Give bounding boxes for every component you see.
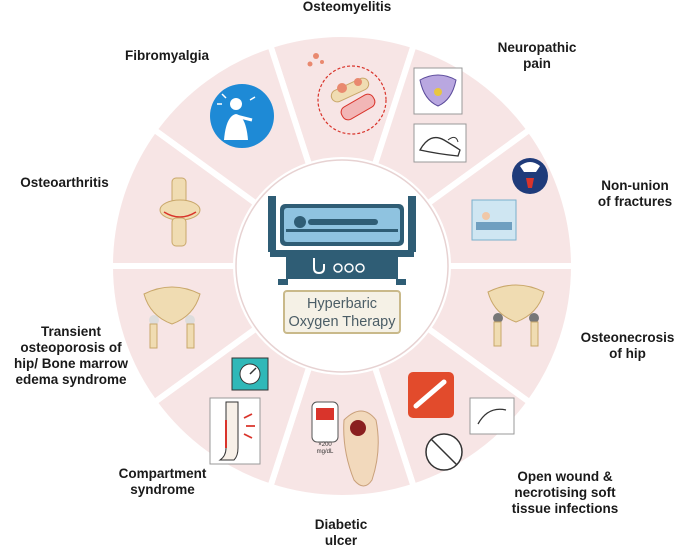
body-pain-icon bbox=[210, 84, 274, 148]
leg-pressure-icon bbox=[209, 357, 269, 465]
label-compartment-syndrome: Compartment syndrome bbox=[118, 466, 207, 497]
pelvis-icon bbox=[143, 286, 201, 349]
label-diabetic-ulcer: Diabetic ulcer bbox=[314, 517, 368, 548]
label-fibromyalgia: Fibromyalgia bbox=[124, 48, 210, 63]
label-open-wound: Open wound & necrotising soft tissue inf… bbox=[511, 469, 619, 516]
infected-bone-icon bbox=[307, 53, 387, 135]
glucometer-reading: ×200 mg/dL bbox=[316, 442, 334, 455]
hyperbaric-chamber-icon bbox=[268, 196, 416, 285]
wound-icon bbox=[408, 372, 515, 471]
pelvis-nerve-icon bbox=[413, 67, 467, 163]
label-osteonecrosis-of-hip: Osteonecrosis of hip bbox=[580, 330, 675, 361]
label-osteomyelitis: Osteomyelitis bbox=[302, 0, 392, 14]
hip-bone-icon bbox=[487, 284, 545, 347]
knee-joint-icon bbox=[159, 177, 201, 247]
fractured-bone-icon bbox=[471, 158, 548, 241]
foot-ulcer-icon bbox=[311, 401, 379, 487]
label-transient-osteoporosis: Transient osteoporosis of hip/ Bone marr… bbox=[13, 324, 128, 387]
label-non-union-of-fractures: Non-union of fractures bbox=[597, 178, 673, 209]
center-title: Hyperbaric Oxygen Therapy bbox=[283, 290, 401, 334]
label-osteoarthritis: Osteoarthritis bbox=[20, 175, 109, 190]
label-neuropathic-pain: Neuropathic pain bbox=[497, 40, 577, 71]
